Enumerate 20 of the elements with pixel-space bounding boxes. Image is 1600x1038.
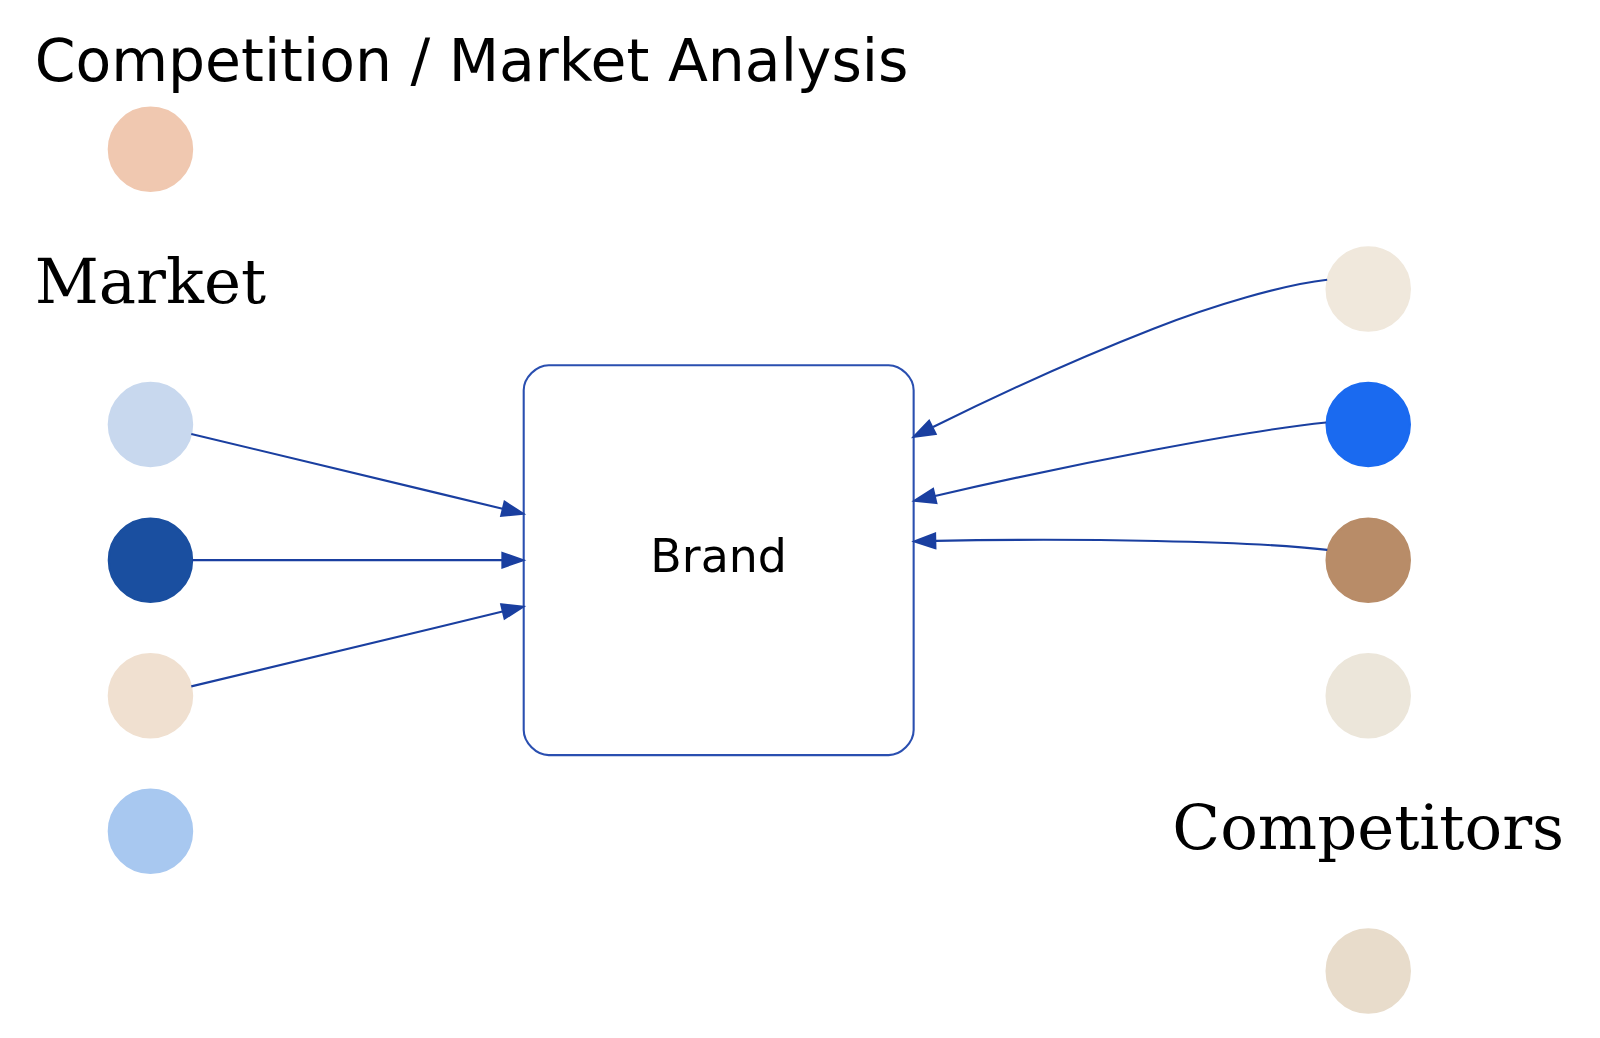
label: Competitors bbox=[1172, 790, 1565, 864]
label: Market bbox=[34, 244, 267, 318]
arrow bbox=[191, 602, 527, 687]
node-circle bbox=[107, 516, 194, 603]
diagram-title: Competition / Market Analysis bbox=[34, 26, 909, 95]
node-circle bbox=[107, 652, 194, 738]
arrow bbox=[911, 421, 1327, 504]
arrow bbox=[191, 432, 527, 517]
node-circle bbox=[1325, 245, 1411, 332]
arrow bbox=[910, 278, 1328, 438]
arrow bbox=[192, 550, 527, 569]
node-circle bbox=[107, 381, 194, 467]
node-box: Brand bbox=[522, 363, 915, 756]
node-circle bbox=[1325, 516, 1411, 603]
node-circle bbox=[1325, 381, 1411, 467]
node-circle bbox=[1325, 927, 1411, 1014]
arrow bbox=[911, 531, 1328, 551]
node-circle bbox=[107, 106, 194, 192]
node-circle bbox=[1325, 652, 1411, 738]
node-circle bbox=[107, 788, 194, 874]
